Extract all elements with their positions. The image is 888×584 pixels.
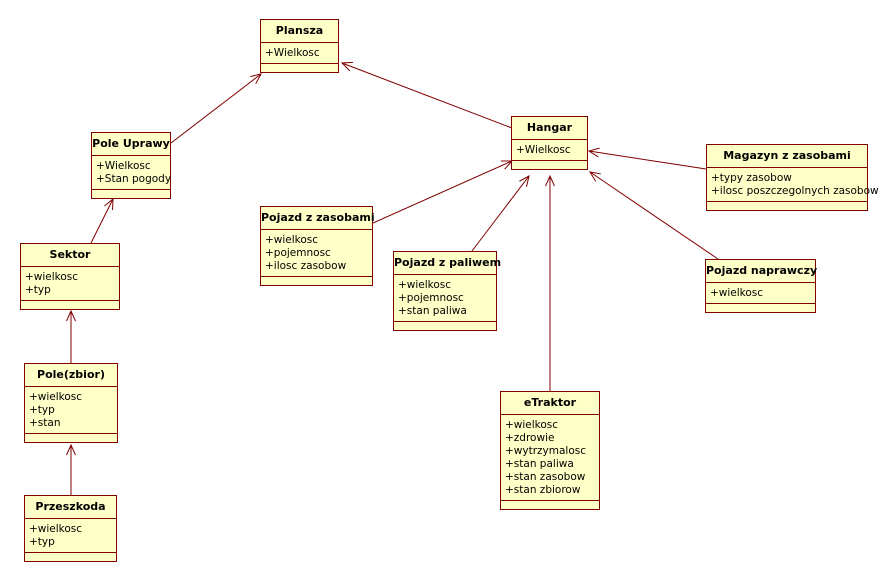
class-operations — [394, 322, 496, 330]
arrowhead-icon — [587, 147, 600, 158]
class-name: Pojazd naprawczy — [706, 260, 817, 283]
attribute: +Wielkosc — [516, 144, 571, 156]
attribute: +typ — [29, 536, 55, 548]
attribute: +wielkosc — [710, 287, 764, 299]
class-pojazd-naprawczy[interactable]: Pojazd naprawczy +wielkosc — [705, 259, 817, 313]
association-line — [170, 73, 262, 144]
attribute: +Stan pogody — [96, 173, 172, 185]
association-pole-zbior-to-sektor — [66, 309, 76, 363]
class-operations — [21, 301, 119, 309]
class-name: Pole(zbior) — [25, 364, 117, 387]
attribute: +Wielkosc — [96, 160, 151, 172]
class-pole-zbior[interactable]: Pole(zbior) +wielkosc +typ +stan — [24, 363, 118, 443]
class-attributes: +wielkosc — [706, 283, 815, 304]
class-pojazd-z-paliwem[interactable]: Pojazd z paliwem +wielkosc +pojemnosc +s… — [393, 251, 501, 331]
attribute: +stan zasobow — [505, 471, 586, 483]
class-attributes: +Wielkosc — [261, 43, 338, 64]
class-operations — [25, 553, 116, 561]
attribute: +stan — [29, 417, 61, 429]
arrowhead-icon — [588, 171, 601, 182]
attribute: +wielkosc — [505, 419, 559, 431]
class-plansza[interactable]: Plansza +Wielkosc — [260, 19, 339, 73]
attribute: +stan paliwa — [505, 458, 574, 470]
attribute: +stan paliwa — [398, 305, 467, 317]
association-pojazd-paliwo-to-hangar — [471, 175, 530, 252]
class-operations — [512, 161, 587, 169]
class-etraktor[interactable]: eTraktor +wielkosc +zdrowie +wytrzymalos… — [500, 391, 600, 510]
attribute: +zdrowie — [505, 432, 555, 444]
association-line — [90, 198, 114, 244]
class-attributes: +typy zasobow +ilosc poszczegolnych zaso… — [707, 168, 879, 202]
class-operations — [25, 434, 117, 442]
class-name: Plansza — [261, 20, 338, 43]
class-attributes: +Wielkosc — [512, 140, 587, 161]
class-name: Pojazd z paliwem — [394, 252, 501, 275]
class-sektor[interactable]: Sektor +wielkosc +typ — [20, 243, 120, 310]
class-operations — [501, 501, 599, 509]
class-hangar[interactable]: Hangar +Wielkosc — [511, 116, 588, 170]
association-line — [341, 62, 513, 129]
class-przeszkoda[interactable]: Przeszkoda +wielkosc +typ — [24, 495, 117, 562]
class-name: Przeszkoda — [25, 496, 116, 519]
association-pole-uprawy-to-plansza — [170, 73, 262, 144]
arrowhead-icon — [340, 61, 354, 72]
class-operations — [92, 190, 170, 198]
class-attributes: +Wielkosc +Stan pogody — [92, 156, 172, 190]
association-hangar-to-plansza — [340, 61, 513, 129]
class-pojazd-z-zasobami[interactable]: Pojazd z zasobami +wielkosc +pojemnosc +… — [260, 206, 375, 286]
class-attributes: +wielkosc +pojemnosc +stan paliwa — [394, 275, 496, 322]
attribute: +wielkosc — [29, 523, 83, 535]
class-operations — [261, 277, 372, 285]
attribute: +ilosc poszczegolnych zasobow — [711, 185, 879, 197]
class-attributes: +wielkosc +zdrowie +wytrzymalosc +stan p… — [501, 415, 599, 501]
attribute: +wytrzymalosc — [505, 445, 587, 457]
class-name: Pole Uprawy — [92, 133, 170, 156]
class-attributes: +wielkosc +pojemnosc +ilosc zasobow — [261, 230, 372, 277]
attribute: +pojemnosc — [398, 292, 464, 304]
association-line — [589, 171, 719, 260]
association-sektor-to-pole-uprawy — [90, 197, 114, 244]
association-pojazd-naprawczy-to-hangar — [588, 171, 719, 260]
class-magazyn[interactable]: Magazyn z zasobami +typy zasobow +ilosc … — [706, 144, 879, 211]
association-line — [588, 150, 707, 170]
class-name: Magazyn z zasobami — [707, 145, 867, 168]
arrowhead-icon — [545, 174, 555, 187]
class-name: Pojazd z zasobami — [261, 207, 375, 230]
class-operations — [706, 304, 815, 312]
attribute: +wielkosc — [265, 234, 319, 246]
arrowhead-icon — [66, 443, 76, 456]
class-name: Sektor — [21, 244, 119, 267]
attribute: +typy zasobow — [711, 172, 792, 184]
arrowhead-icon — [250, 73, 262, 84]
attribute: +wielkosc — [25, 271, 79, 283]
class-name: Hangar — [512, 117, 587, 140]
association-magazyn-to-hangar — [587, 147, 707, 170]
attribute: +Wielkosc — [265, 47, 320, 59]
attribute: +wielkosc — [398, 279, 452, 291]
attribute: +wielkosc — [29, 391, 83, 403]
association-line — [471, 175, 530, 252]
arrowhead-icon — [519, 175, 530, 187]
class-attributes: +wielkosc +typ — [25, 519, 116, 553]
association-etraktor-to-hangar — [545, 174, 555, 391]
arrowhead-icon — [104, 197, 114, 211]
attribute: +pojemnosc — [265, 247, 331, 259]
attribute: +typ — [29, 404, 55, 416]
arrowhead-icon — [66, 309, 76, 322]
class-operations — [261, 64, 338, 72]
association-pojazd-zasoby-to-hangar — [372, 160, 514, 224]
class-operations — [707, 202, 867, 210]
class-attributes: +wielkosc +typ +stan — [25, 387, 117, 434]
association-line — [372, 160, 513, 224]
attribute: +ilosc zasobow — [265, 260, 347, 272]
attribute: +typ — [25, 284, 51, 296]
class-pole-uprawy[interactable]: Pole Uprawy +Wielkosc +Stan pogody — [91, 132, 171, 199]
association-przeszkoda-to-pole-zbior — [66, 443, 76, 495]
attribute: +stan zbiorow — [505, 484, 581, 496]
class-attributes: +wielkosc +typ — [21, 267, 119, 301]
class-name: eTraktor — [501, 392, 599, 415]
